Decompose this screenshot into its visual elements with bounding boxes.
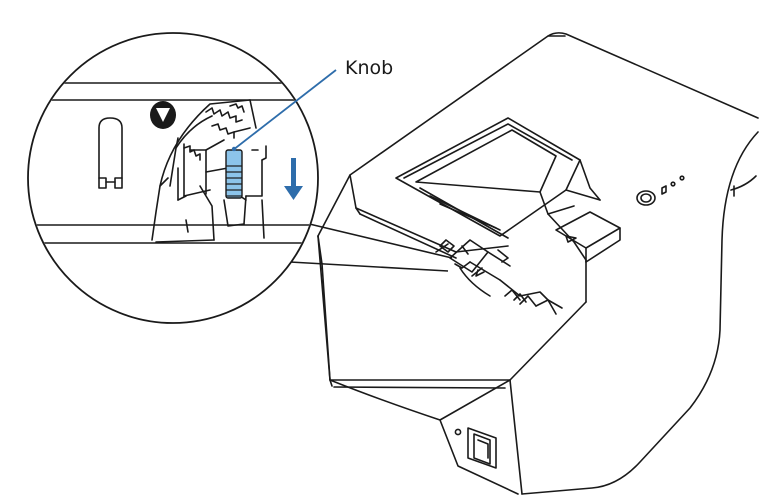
- connector-panel: [454, 427, 497, 469]
- magnifier-circle: [27, 32, 319, 324]
- cover-open-lever[interactable]: [555, 211, 621, 263]
- knob-callout: Knob: [231, 57, 393, 152]
- roll-paper-cover: [349, 159, 601, 303]
- autocutter-area: [435, 239, 563, 315]
- led-indicator-icon: [679, 175, 685, 181]
- triangle-down-marker-icon: [150, 101, 176, 129]
- power-button-icon[interactable]: [636, 190, 656, 206]
- knob[interactable]: [225, 149, 243, 199]
- led-indicator-icon: [670, 181, 676, 187]
- callout-leader-lines: [289, 221, 453, 272]
- control-panel: [636, 175, 685, 206]
- knob-label: Knob: [345, 57, 393, 79]
- arrow-down-icon: [284, 158, 303, 200]
- printer-body: [317, 32, 759, 495]
- magnified-detail: [27, 32, 319, 324]
- led-indicator-icon: [661, 185, 667, 195]
- paper-slot: [395, 117, 581, 239]
